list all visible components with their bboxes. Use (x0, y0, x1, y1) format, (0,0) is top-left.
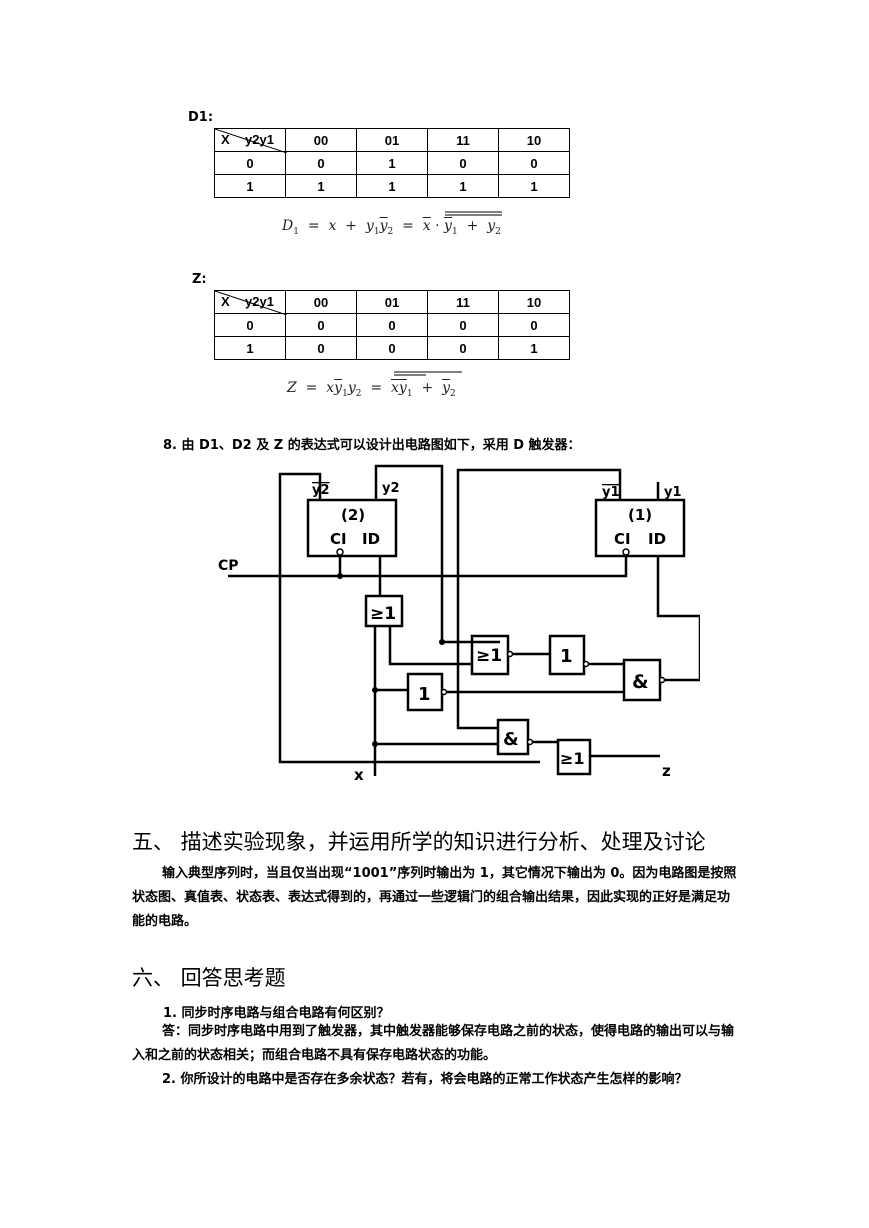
row-header: 1 (214, 174, 286, 198)
wire-or1-to-or2 (388, 626, 472, 666)
column-header: 00 (285, 128, 357, 152)
item-8-text: 8. 由 D1、D2 及 Z 的表达式可以设计出电路图如下，采用 D 触发器： (163, 438, 581, 453)
corner-x-label: X (221, 294, 230, 309)
flip-flop-1 (594, 498, 686, 558)
ff1-name: (1) (628, 506, 652, 524)
column-header: 01 (356, 290, 428, 314)
kmap-z-label: Z: (192, 272, 207, 287)
and-gate-2 (496, 718, 530, 756)
section-5-title: 五、 描述实验现象，并运用所学的知识进行分析、处理及讨论 (132, 830, 706, 854)
and-gate-1-label: & (632, 671, 649, 693)
row-header: 0 (214, 151, 286, 175)
row-header: 1 (214, 336, 286, 360)
d1-formula-overbars (445, 211, 502, 216)
kmap-z-table: X y2y1 00 01 11 10 0 0 0 0 0 1 0 0 0 1 (214, 290, 570, 360)
not-gate-1-label: 1 (560, 646, 573, 667)
ff2-ci-label: CI (330, 530, 347, 548)
table-cell: 0 (356, 336, 428, 360)
flip-flop-2 (306, 498, 398, 558)
or-gate-1-label: ≥1 (370, 604, 396, 624)
answer-1: 答：同步时序电路中用到了触发器，其中触发器能够保存电路之前的状态，使得电路的输出… (132, 1024, 735, 1063)
and-gate-2-label: & (503, 729, 519, 750)
ff2-id-label: ID (362, 530, 380, 548)
ff1-id-label: ID (648, 530, 666, 548)
section-6-title: 六、 回答思考题 (132, 966, 286, 990)
wire-cp (228, 556, 628, 578)
table-cell: 1 (427, 174, 499, 198)
table-cell: 1 (285, 174, 357, 198)
y2-label: y2 (382, 481, 400, 496)
row-header: 0 (214, 313, 286, 337)
table-cell: 1 (356, 174, 428, 198)
corner-y-label: y2y1 (245, 132, 274, 147)
table-cell: 1 (356, 151, 428, 175)
ff1-ci-label: CI (614, 530, 631, 548)
or-gate-1 (364, 594, 404, 628)
wire-d1 (656, 556, 700, 682)
section-5-body: 输入典型序列时，当且仅当出现“1001”序列时输出为 1，其它情况下输出为 0。… (132, 866, 737, 929)
d1-formula: D1 = x + y1y2 = x · y1 + y2 (282, 218, 501, 237)
cp-label: CP (218, 558, 239, 574)
table-cell: 0 (427, 313, 499, 337)
kmap-corner: X y2y1 (214, 128, 287, 153)
ff2-name: (2) (341, 506, 365, 524)
not-gate-1 (548, 634, 586, 676)
column-header: 11 (427, 290, 499, 314)
kmap-d1-label: D1: (188, 110, 214, 125)
table-cell: 1 (498, 174, 570, 198)
table-cell: 0 (427, 151, 499, 175)
wire-y2 (374, 464, 500, 644)
circuit-diagram: (2) CI ID (1) CI ID y2 y2 y1 y1 CP x z ≥… (218, 464, 700, 784)
table-cell: 0 (356, 313, 428, 337)
or-gate-3-label: ≥1 (560, 749, 585, 768)
wire-y1bar (456, 468, 622, 730)
table-cell: 0 (498, 313, 570, 337)
table-cell: 0 (285, 151, 357, 175)
kmap-d1-table: X y2y1 00 01 11 10 0 0 1 0 0 1 1 1 1 1 (214, 128, 570, 198)
y1bar-label: y1 (602, 485, 620, 500)
column-header: 11 (427, 128, 499, 152)
corner-y-label: y2y1 (245, 294, 274, 309)
diagonal-line (215, 129, 287, 153)
not-gate-2-label: 1 (418, 684, 431, 705)
diagonal-line (215, 291, 287, 315)
y1-label: y1 (664, 485, 682, 500)
column-header: 01 (356, 128, 428, 152)
y2bar-label: y2 (312, 483, 330, 498)
z-formula-overbars (394, 371, 462, 376)
z-formula: Z = xy1y2 = xy1 + y2 (287, 380, 456, 399)
kmap-corner: X y2y1 (214, 290, 287, 315)
corner-x-label: X (221, 132, 230, 147)
table-cell: 1 (498, 336, 570, 360)
table-cell: 0 (498, 151, 570, 175)
column-header: 10 (498, 290, 570, 314)
or-gate-2-label: ≥1 (476, 646, 502, 666)
table-cell: 0 (427, 336, 499, 360)
table-cell: 0 (285, 313, 357, 337)
wire-y2bar (278, 472, 540, 764)
z-label: z (662, 762, 671, 780)
column-header: 10 (498, 128, 570, 152)
question-2: 2. 你所设计的电路中是否存在多余状态？若有，将会电路的正常工作状态产生怎样的影… (162, 1072, 688, 1087)
column-header: 00 (285, 290, 357, 314)
question-1: 1. 同步时序电路与组合电路有何区别？ (163, 1006, 390, 1021)
table-cell: 0 (285, 336, 357, 360)
x-label: x (354, 766, 364, 784)
